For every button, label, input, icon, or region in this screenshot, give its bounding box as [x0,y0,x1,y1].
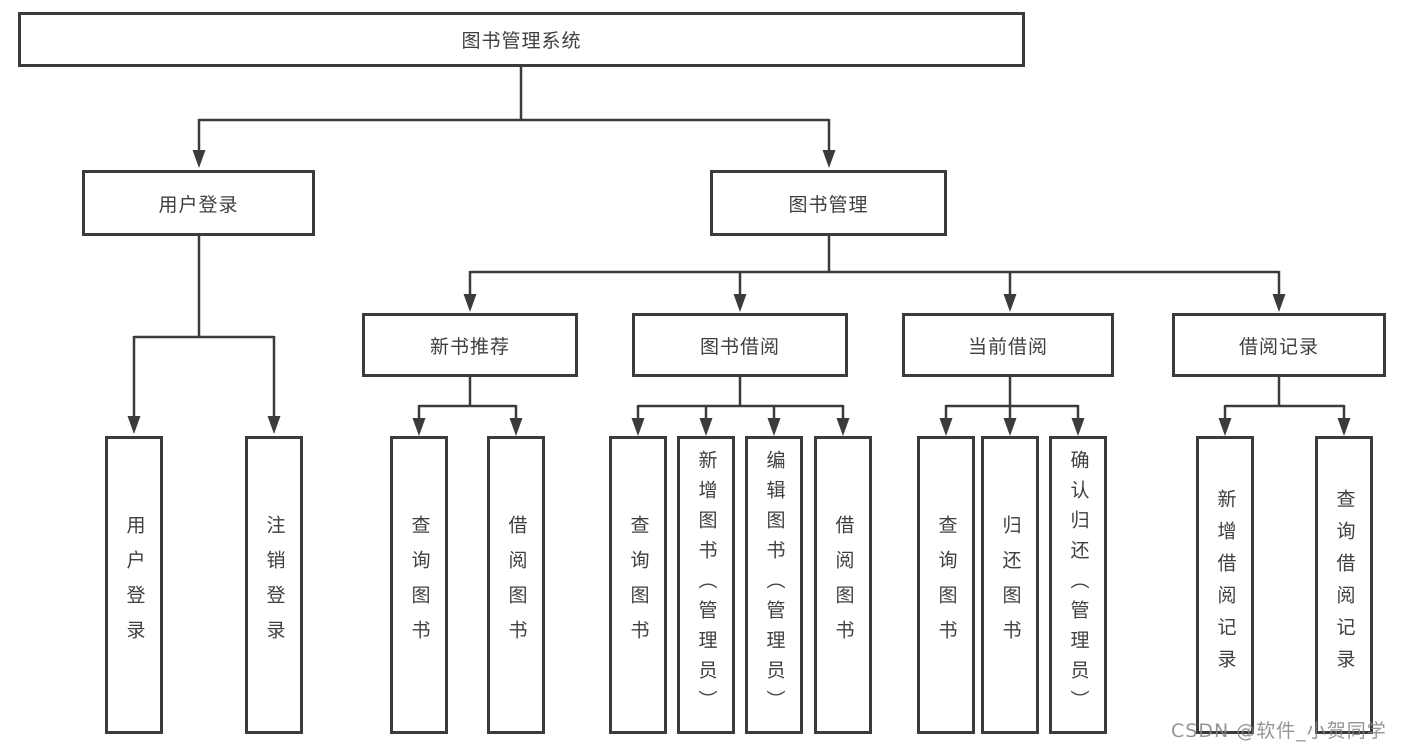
node-library-management-system: 图书管理系统 [18,12,1025,67]
edge-new-book-recommend-to-leaves [412,377,523,436]
node-label: 新增借阅记录 [1214,489,1237,681]
node-label: 图书管理系统 [461,30,582,52]
edge-root-to-level2 [192,67,836,168]
node-new-book-recommend: 新书推荐 [362,313,578,377]
node-user-login: 用户登录 [82,170,315,236]
node-book-borrow: 图书借阅 [632,313,848,377]
node-label: 用户登录 [123,515,146,655]
edge-current-borrow-to-leaves [939,377,1085,436]
leaf-logout: 注销登录 [245,436,303,734]
node-borrow-records: 借阅记录 [1172,313,1386,377]
leaf-edit-books-admin: 编辑图书（管理员） [745,436,803,734]
node-current-borrow: 当前借阅 [902,313,1114,377]
node-label: 用户登录 [158,193,239,216]
leaf-user-login: 用户登录 [105,436,163,734]
node-label: 当前借阅 [967,335,1048,358]
leaf-borrow-books: 借阅图书 [814,436,872,734]
node-label: 新书推荐 [429,335,510,358]
node-label: 归还图书 [999,515,1022,655]
node-label: 图书管理 [788,193,869,216]
node-label: 借阅图书 [505,515,528,655]
node-label: 查询图书 [935,515,958,655]
node-label: 新增图书（管理员） [695,450,718,720]
node-label: 查询图书 [408,515,431,655]
csdn-watermark: CSDN @软件_小贺同学 [1171,720,1387,742]
leaf-return-books: 归还图书 [981,436,1039,734]
node-label: 确认归还（管理员） [1067,450,1090,720]
node-label: 编辑图书（管理员） [763,450,786,720]
node-book-management: 图书管理 [710,170,947,236]
node-label: 借阅记录 [1238,335,1319,358]
leaf-add-borrow-record: 新增借阅记录 [1196,436,1254,734]
edge-book-borrow-to-leaves [631,377,850,436]
leaf-confirm-return-admin: 确认归还（管理员） [1049,436,1107,734]
edge-book-management-to-level3 [463,236,1286,312]
edge-borrow-records-to-leaves [1218,377,1351,436]
node-label: 借阅图书 [832,515,855,655]
leaf-recommend-query-books: 查询图书 [390,436,448,734]
leaf-add-books-admin: 新增图书（管理员） [677,436,735,734]
leaf-borrow-query-books: 查询图书 [609,436,667,734]
node-label: 图书借阅 [699,335,780,358]
node-label: 注销登录 [263,515,286,655]
node-label: 查询借阅记录 [1333,489,1356,681]
leaf-current-query-books: 查询图书 [917,436,975,734]
node-label: 查询图书 [627,515,650,655]
leaf-query-borrow-record: 查询借阅记录 [1315,436,1373,734]
leaf-recommend-borrow-books: 借阅图书 [487,436,545,734]
edge-user-login-to-leaves [127,236,281,434]
